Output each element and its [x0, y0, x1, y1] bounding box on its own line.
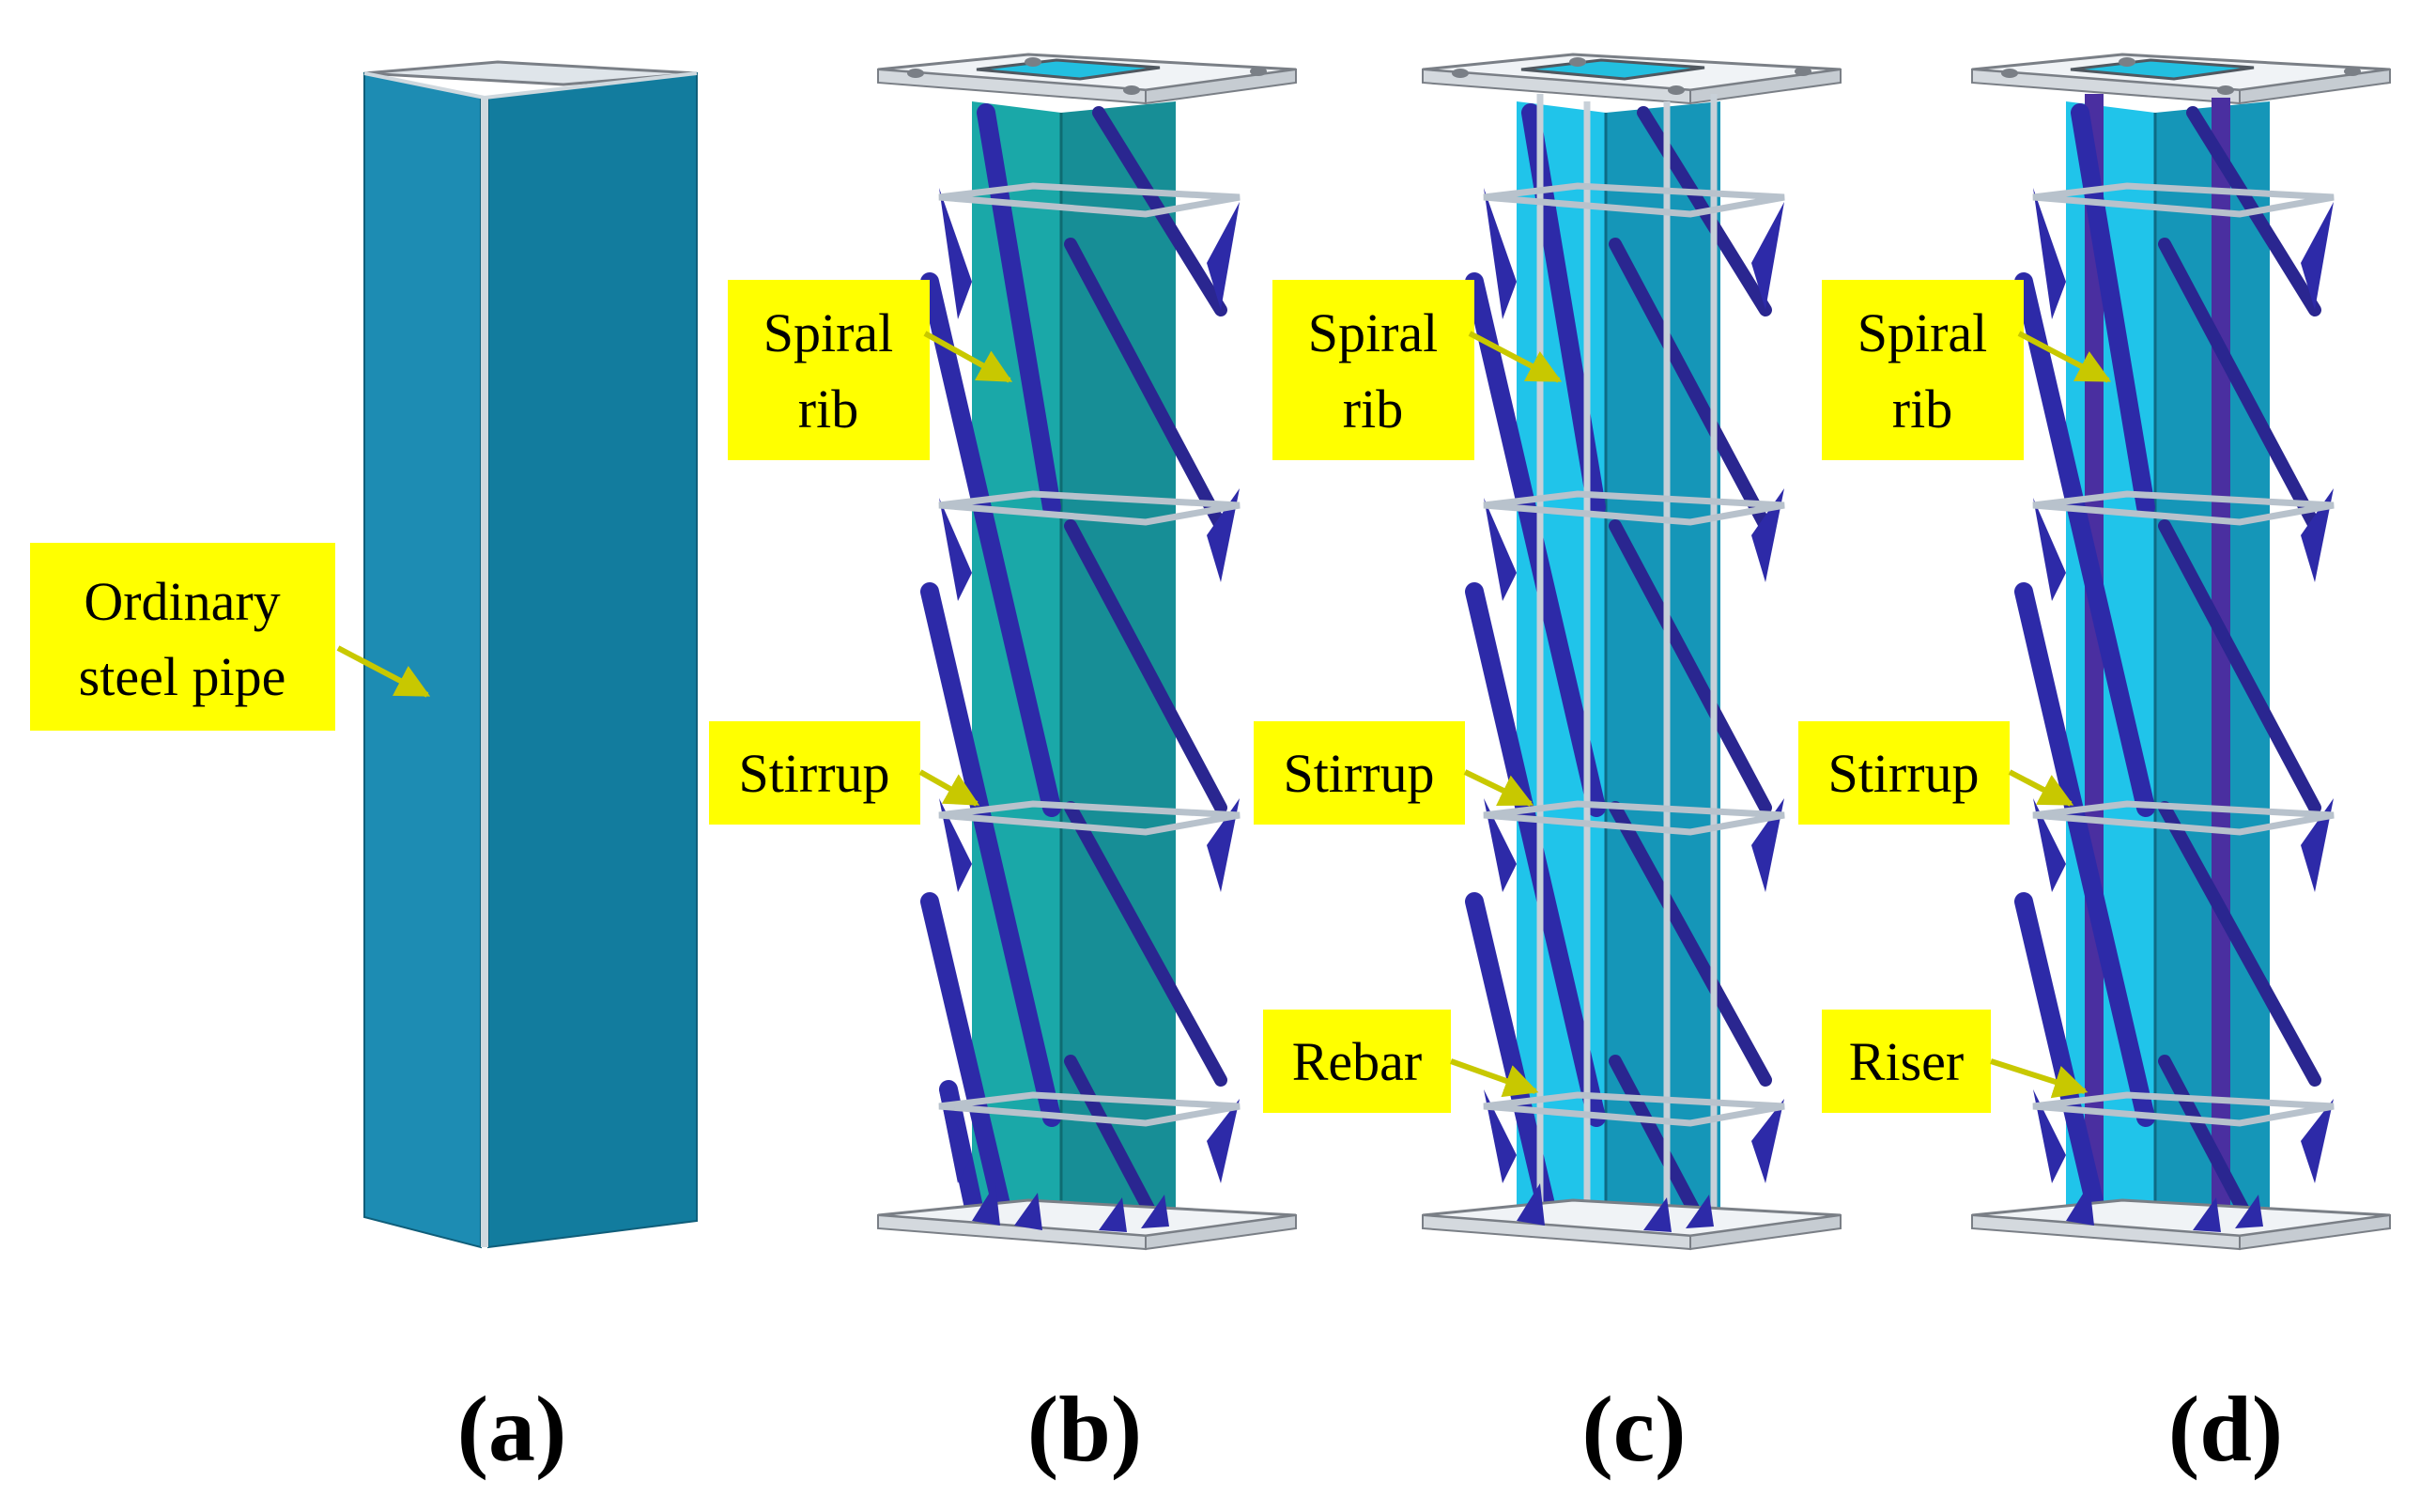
caption-c: (c) [1582, 1377, 1687, 1481]
panel-a-column [363, 60, 698, 1249]
label-c-spiral-line2: rib [1343, 378, 1403, 440]
label-c-stirrup-text: Stirrup [1283, 743, 1434, 804]
label-b-spiral-line2: rib [798, 378, 858, 440]
column-c-rebars [1536, 94, 1718, 1238]
label-c-rebar: Rebar [1263, 1010, 1539, 1113]
label-c-stirrup: Stirrup [1254, 721, 1534, 825]
label-a-line2: steel pipe [79, 646, 286, 707]
label-b-spiral-line1: Spiral [763, 302, 894, 363]
label-d-riser-text: Riser [1849, 1031, 1964, 1092]
caption-a: (a) [457, 1377, 567, 1481]
panel-c-column [1422, 53, 1842, 1251]
label-a-line1: Ordinary [84, 571, 280, 632]
column-b-stirrups [938, 182, 1241, 1127]
label-d-spiral-line2: rib [1892, 378, 1952, 440]
label-ordinary-steel-pipe: Ordinary steel pipe [30, 543, 431, 731]
column-d-risers [2085, 94, 2230, 1236]
panel-d-column [1971, 53, 2391, 1251]
caption-b: (b) [1027, 1377, 1142, 1481]
label-c-rebar-text: Rebar [1292, 1031, 1423, 1092]
label-d-spiral-rib: Spiral rib [1822, 280, 2112, 460]
label-d-stirrup: Stirrup [1798, 721, 2074, 825]
label-b-stirrup: Stirrup [709, 721, 980, 825]
column-a-right-face [487, 71, 698, 1249]
label-d-riser: Riser [1822, 1010, 2089, 1113]
caption-d: (d) [2168, 1377, 2283, 1481]
label-d-stirrup-text: Stirrup [1827, 743, 1979, 804]
panel-b-column [877, 53, 1297, 1251]
label-c-spiral-line1: Spiral [1308, 302, 1439, 363]
label-b-spiral-rib: Spiral rib [728, 280, 1013, 460]
column-a-left-face [363, 71, 482, 1249]
label-c-spiral-rib: Spiral rib [1272, 280, 1563, 460]
label-d-spiral-line1: Spiral [1857, 302, 1988, 363]
label-b-stirrup-text: Stirrup [738, 743, 889, 804]
